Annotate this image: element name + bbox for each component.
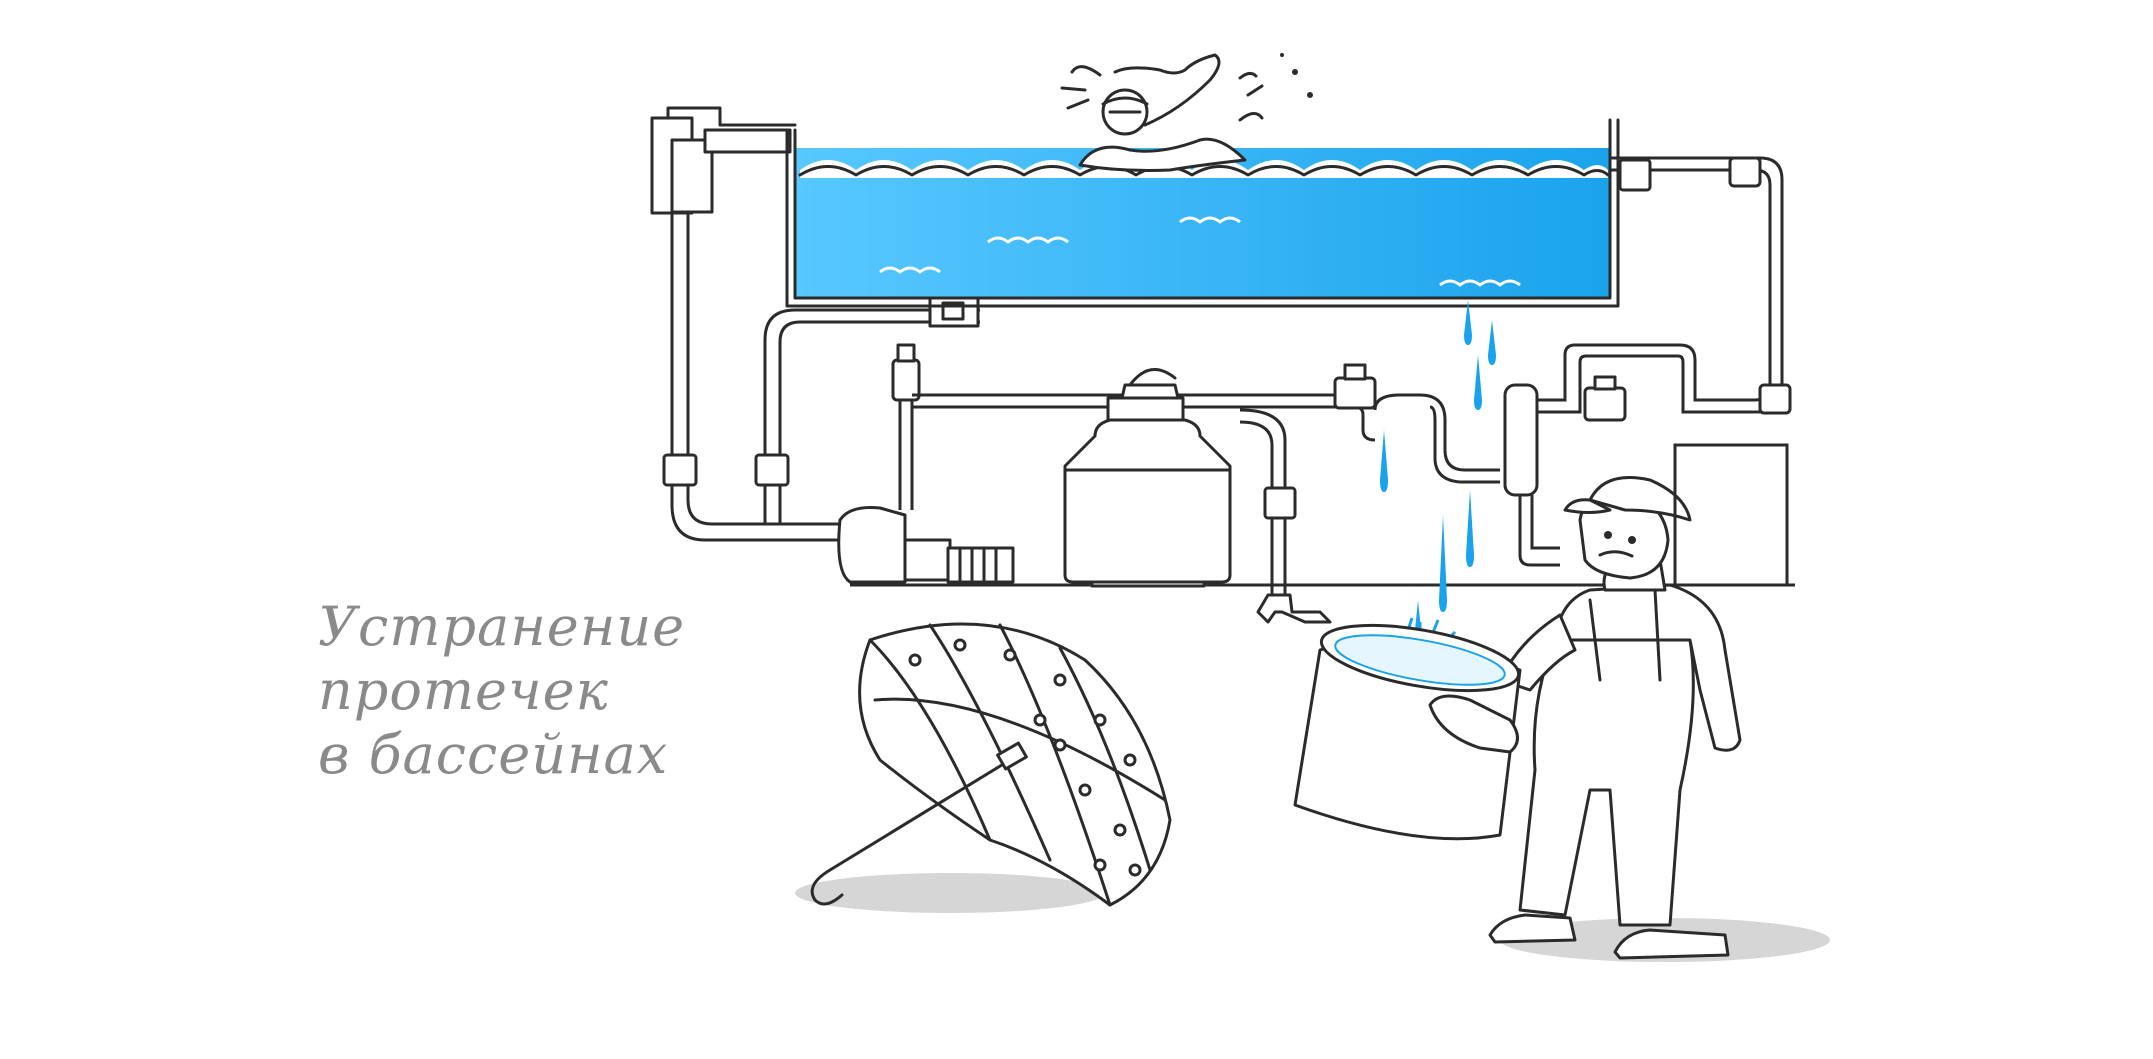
caption-line-2: протечек [318, 659, 609, 722]
caption-text: Устранение протечек в бассейнах [318, 595, 685, 787]
caption-line-1: Устранение [318, 595, 686, 658]
umbrella [810, 622, 1172, 907]
pool [785, 118, 1620, 308]
wall-box-outline [1673, 443, 1789, 587]
pipe-network [650, 106, 1795, 624]
swimmer [1060, 53, 1313, 172]
caption-line-3: в бассейнах [318, 723, 669, 786]
sand-filter [1063, 368, 1232, 588]
bucket [1293, 623, 1522, 841]
plumber [1488, 476, 1742, 960]
umbrella-shadow [795, 873, 1105, 913]
water-drops [1380, 300, 1496, 650]
bucket-water [1334, 634, 1506, 686]
